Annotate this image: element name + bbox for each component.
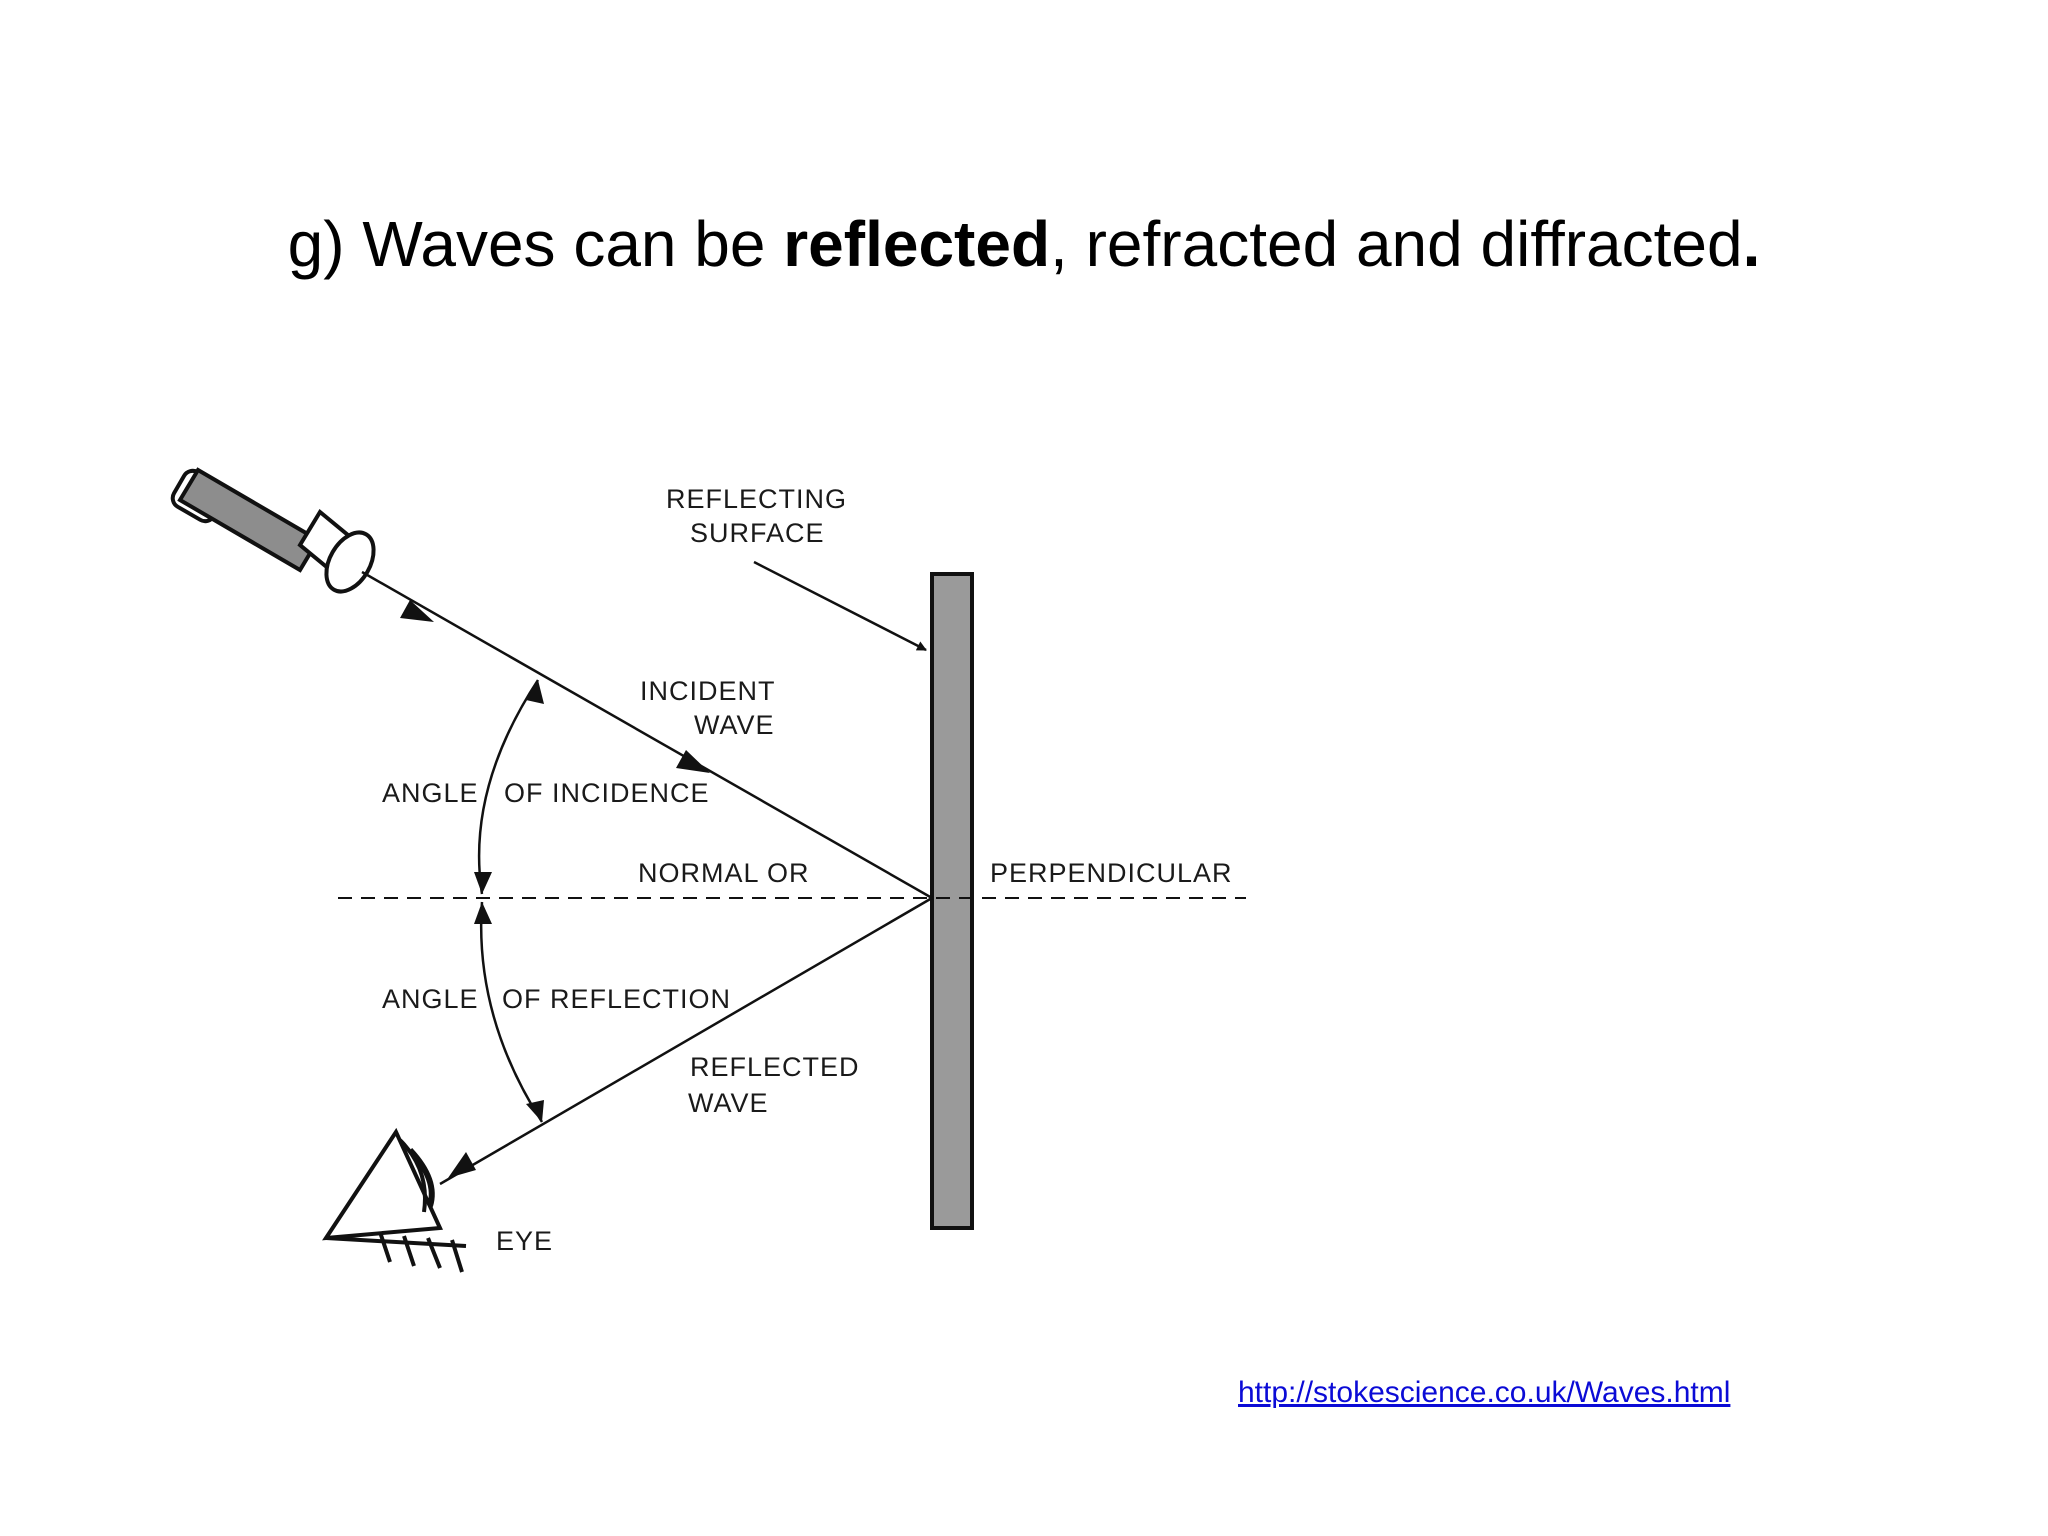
reflection-arc-arrow-top — [474, 902, 492, 924]
incident-arrowhead — [400, 600, 434, 622]
label-eye: EYE — [496, 1226, 553, 1256]
reflection-angle-arc — [479, 901, 544, 1123]
reflected-ray — [439, 896, 933, 1186]
reflection-arc-arrow-bottom — [526, 1100, 544, 1122]
surface-pointer — [753, 560, 927, 652]
slide-title: g) Waves can be reflected, refracted and… — [0, 212, 2048, 276]
label-incident: INCIDENT — [640, 676, 776, 706]
title-middle: , refracted and diffracted — [1050, 208, 1743, 280]
eye-icon — [322, 1127, 467, 1273]
label-angle-incidence-b: OF INCIDENCE — [504, 778, 710, 808]
title-prefix: g) Waves can be — [287, 208, 784, 280]
incidence-arc-arrow-top — [526, 680, 544, 704]
label-normal-or: NORMAL OR — [638, 858, 810, 888]
reflecting-surface — [930, 572, 974, 1230]
label-perpendicular: PERPENDICULAR — [990, 858, 1233, 888]
title-emphasis: reflected — [783, 208, 1051, 280]
incident-arrowhead-2 — [676, 750, 710, 773]
incidence-arc-arrow-bottom — [474, 872, 492, 894]
reflected-arrowhead — [448, 1152, 476, 1178]
title-end-punct: . — [1742, 208, 1761, 280]
label-incident-wave: WAVE — [694, 710, 775, 740]
label-reflected: REFLECTED — [690, 1052, 860, 1082]
label-reflecting: REFLECTING — [666, 484, 847, 514]
label-angle-reflection-a: ANGLE — [382, 984, 479, 1014]
label-angle-incidence-a: ANGLE — [382, 778, 479, 808]
label-surface: SURFACE — [690, 518, 825, 548]
incidence-angle-arc — [477, 679, 540, 895]
incident-ray — [361, 570, 933, 900]
flashlight-icon — [170, 467, 376, 594]
source-link[interactable]: http://stokescience.co.uk/Waves.html — [1238, 1376, 1731, 1409]
label-reflected-wave: WAVE — [688, 1088, 769, 1118]
label-angle-reflection-b: OF REFLECTION — [502, 984, 731, 1014]
